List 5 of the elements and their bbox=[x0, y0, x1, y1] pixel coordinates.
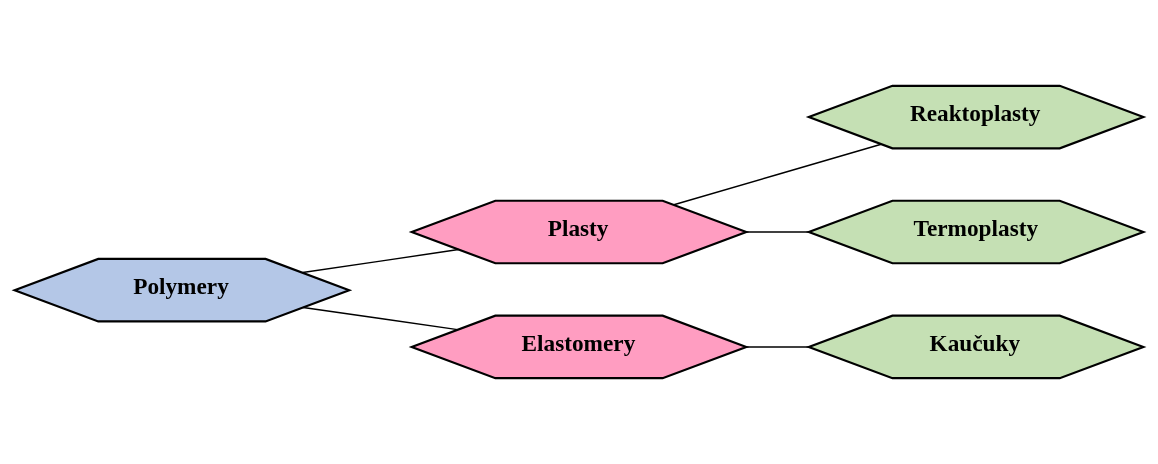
connector bbox=[745, 231, 810, 233]
connector bbox=[301, 248, 460, 274]
connector bbox=[302, 306, 459, 331]
connector bbox=[673, 143, 882, 206]
connector bbox=[745, 346, 810, 348]
